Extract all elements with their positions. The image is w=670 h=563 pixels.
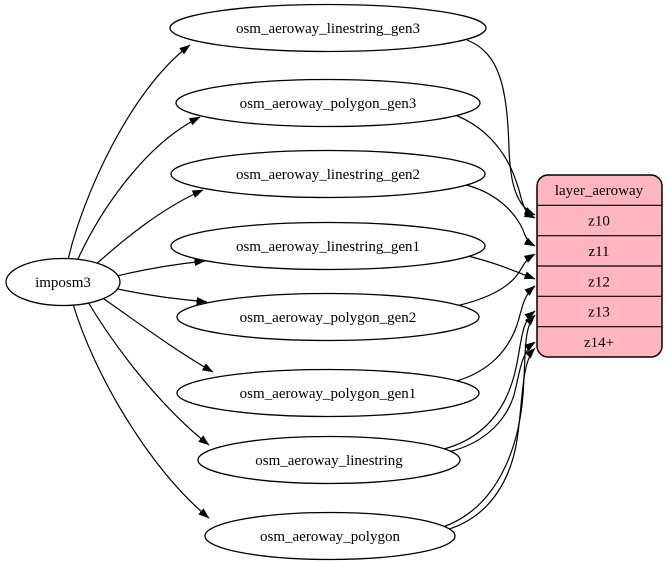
table-label: osm_aeroway_linestring_gen3: [236, 21, 420, 37]
table-ellipse: [176, 292, 480, 342]
edge-imposm3-to-osm-aeroway-linestring-gen1: [116, 258, 206, 277]
edge-osm-aeroway-polygon-gen2-to-z11: [455, 253, 536, 307]
edge-imposm3-to-osm-aeroway-linestring-gen3: [67, 44, 191, 261]
edge-osm-aeroway-linestring-gen1-to-z12: [467, 255, 536, 280]
edge-imposm3-to-osm-aeroway-polygon-gen1: [103, 298, 214, 373]
node-osm-aeroway-polygon-gen3: osm_aeroway_polygon_gen3: [175, 78, 481, 128]
edge-osm-aeroway-linestring-gen3-to-z10: [466, 39, 536, 216]
row-z10: z10: [588, 214, 610, 230]
edge-imposm3-to-osm-aeroway-linestring-gen2: [92, 189, 204, 268]
node-osm-aeroway-linestring-gen1: osm_aeroway_linestring_gen1: [170, 221, 486, 271]
row-z13: z13: [588, 305, 610, 321]
table-ellipse: [170, 221, 486, 271]
table-ellipse: [175, 78, 481, 128]
table-label: osm_aeroway_polygon_gen2: [240, 310, 417, 326]
table-label: osm_aeroway_linestring: [255, 453, 403, 469]
table-label: osm_aeroway_polygon: [260, 529, 400, 545]
edge-osm-aeroway-polygon-gen3-to-z10: [449, 112, 536, 219]
imposm3-label: imposm3: [35, 275, 91, 291]
node-imposm3: imposm3: [5, 257, 121, 307]
node-osm-aeroway-linestring-gen3: osm_aeroway_linestring_gen3: [169, 3, 487, 53]
table-label: osm_aeroway_linestring_gen2: [236, 167, 420, 183]
table-label: osm_aeroway_linestring_gen1: [236, 239, 420, 255]
imposm3-ellipse: [5, 257, 121, 307]
edges-to-layer-aeroway: [442, 39, 536, 531]
edge-imposm3-to-osm-aeroway-polygon: [72, 303, 210, 519]
edge-imposm3-to-osm-aeroway-linestring: [87, 301, 210, 446]
table-ellipse: [170, 149, 486, 199]
edge-osm-aeroway-linestring-gen2-to-z11: [465, 184, 536, 247]
edge-osm-aeroway-linestring-to-z13: [443, 310, 536, 450]
row-z12: z12: [588, 274, 610, 290]
layer-aeroway-title: layer_aeroway: [555, 183, 644, 199]
edge-imposm3-to-osm-aeroway-polygon-gen3: [76, 116, 201, 262]
table-ellipse: [169, 3, 487, 53]
table-label: osm_aeroway_polygon_gen1: [240, 386, 417, 402]
node-osm-aeroway-linestring: osm_aeroway_linestring: [197, 435, 461, 485]
row-z11: z11: [588, 244, 609, 260]
node-osm-aeroway-polygon-gen2: osm_aeroway_polygon_gen2: [176, 292, 480, 342]
table-ellipse: [197, 435, 461, 485]
table-ellipse: [176, 368, 480, 418]
edge-osm-aeroway-polygon-to-z14: [445, 347, 536, 531]
node-osm-aeroway-linestring-gen2: osm_aeroway_linestring_gen2: [170, 149, 486, 199]
edge-osm-aeroway-polygon-gen1-to-z12: [452, 285, 536, 383]
edge-osm-aeroway-polygon-to-z13: [442, 314, 536, 528]
edges-from-imposm3: [67, 44, 214, 519]
table-ellipse: [204, 511, 456, 561]
node-osm-aeroway-polygon-gen1: osm_aeroway_polygon_gen1: [176, 368, 480, 418]
table-label: osm_aeroway_polygon_gen3: [240, 96, 417, 112]
node-osm-aeroway-polygon: osm_aeroway_polygon: [204, 511, 456, 561]
row-z14: z14+: [584, 335, 614, 351]
edge-imposm3-to-osm-aeroway-polygon-gen2: [117, 288, 208, 305]
node-layer-aeroway: layer_aeroway z10 z11 z12 z13 z14+: [536, 174, 663, 358]
